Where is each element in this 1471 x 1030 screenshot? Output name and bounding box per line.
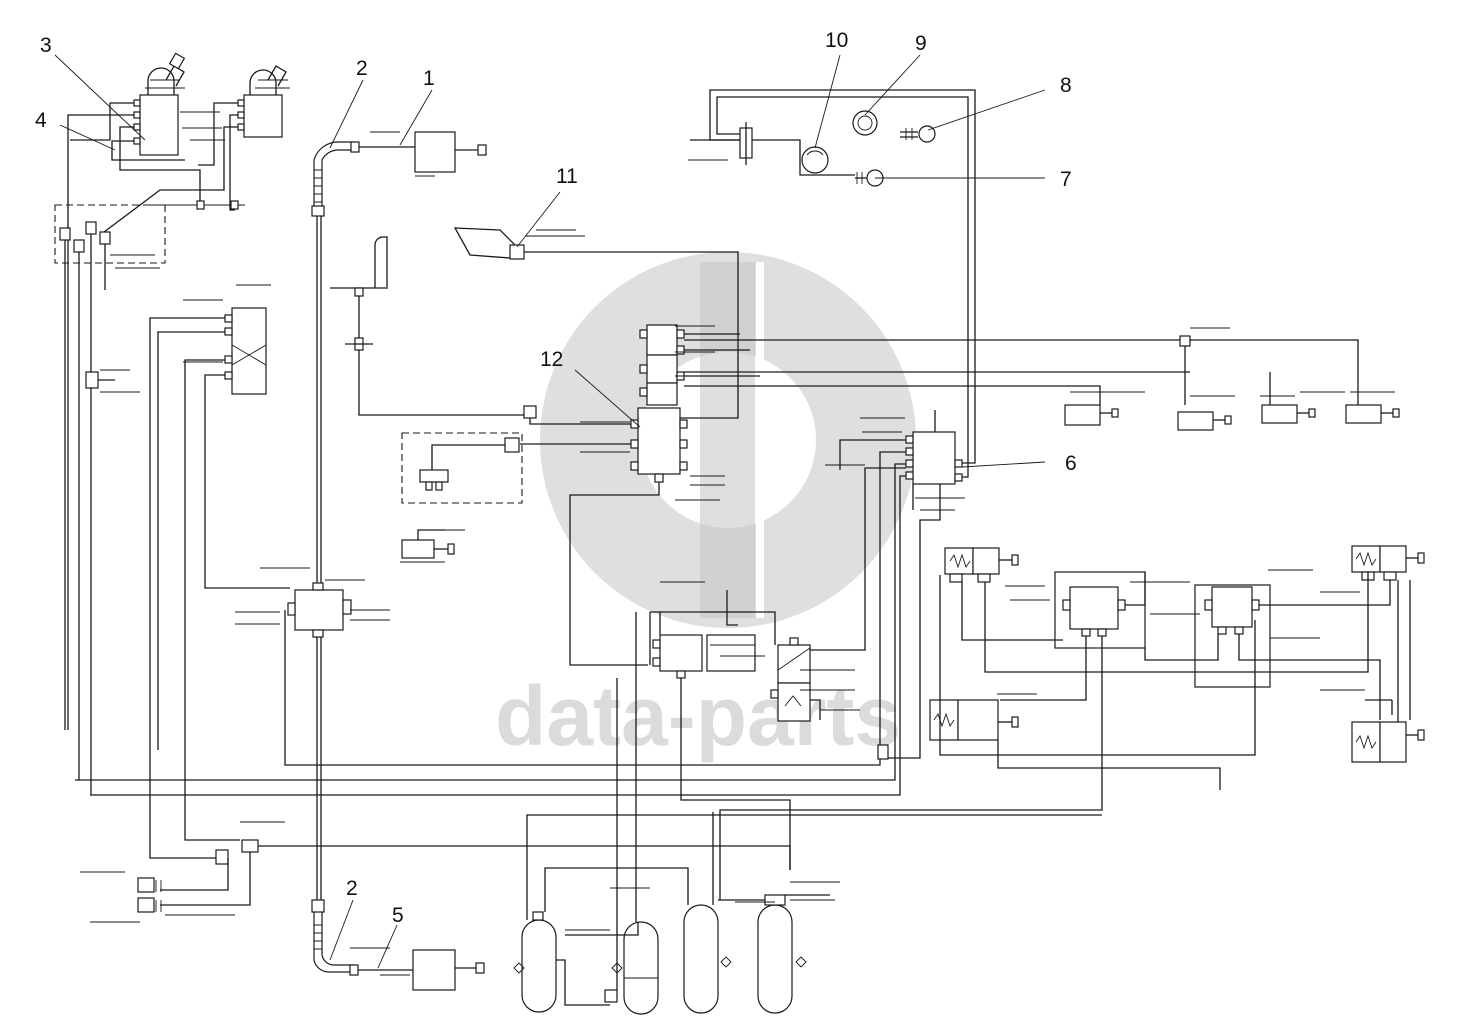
central-valve-12 [630,324,688,483]
callout-4: 4 [35,109,47,132]
hand-brake-module [401,432,523,504]
hand-valve-left [133,52,186,156]
air-tank-4 [757,894,793,1014]
hand-valve-right [237,65,287,138]
callout-9: 9 [915,32,927,55]
brake-chamber-1 [414,131,456,173]
module-6 [905,431,963,485]
callout-8: 8 [1060,74,1072,97]
valve-group-bottom-center [652,634,811,722]
air-tank-3 [683,904,719,1014]
callout-5: 5 [392,904,404,927]
gauge-9 [852,110,878,136]
small-chamber [401,539,435,559]
relay-valve-center [287,582,352,638]
watermark-text: data-parts [495,669,901,763]
fitting-8 [918,125,936,143]
air-tank-2 [623,921,659,1015]
callout-2-top: 2 [356,57,368,80]
annotation-marks [80,79,1395,976]
callout-7: 7 [1060,168,1072,191]
switch-panel [54,204,166,264]
callout-2-bottom: 2 [346,877,358,900]
air-tank-1 [521,911,557,1013]
callout-10: 10 [825,29,848,52]
callout-11: 11 [556,165,578,188]
callout-12: 12 [540,348,563,371]
watermark-logo [539,251,917,629]
callout-6: 6 [1065,452,1077,475]
callout-3: 3 [40,34,52,57]
callout-1: 1 [423,67,435,90]
brake-chamber-5 [412,949,456,991]
relay-valve-block [224,307,267,395]
